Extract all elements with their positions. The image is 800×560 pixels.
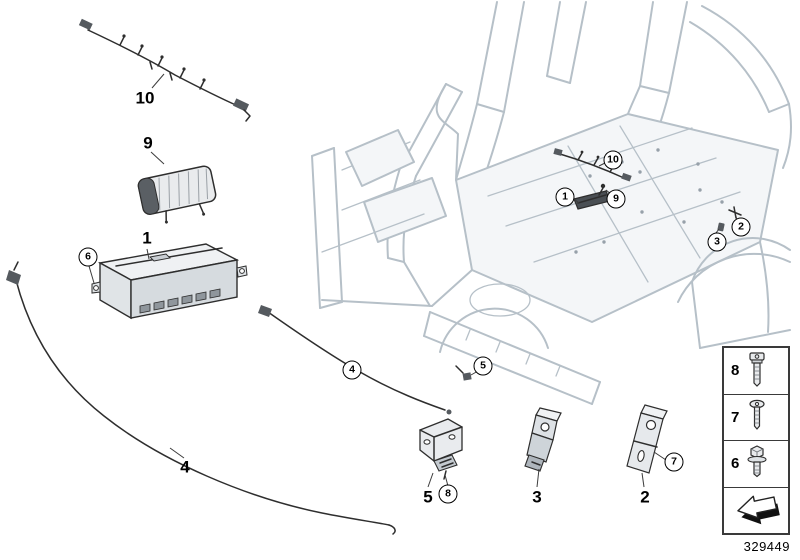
circled-callout-1[interactable]: 1 xyxy=(555,187,575,207)
callout-9[interactable]: 9 xyxy=(143,133,153,153)
control-unit-left-screw xyxy=(93,285,99,291)
mounted-airbag-clip xyxy=(600,183,606,189)
fastener-panel: 8 7 6 xyxy=(722,346,790,535)
mounted-front-sensor xyxy=(455,365,472,381)
callout-1[interactable]: 1 xyxy=(142,228,152,248)
fastener-row-7[interactable]: 7 xyxy=(724,395,788,441)
circled-callout-10[interactable]: 10 xyxy=(603,150,623,170)
circled-callout-5[interactable]: 5 xyxy=(473,356,493,376)
mounting-bracket-art xyxy=(626,404,668,474)
harness-art xyxy=(78,18,251,122)
callout-10[interactable]: 10 xyxy=(135,88,155,108)
circled-callout-8[interactable]: 8 xyxy=(438,484,458,504)
hex-flange-bolt-icon xyxy=(747,445,767,478)
airbag-module-art xyxy=(137,165,217,224)
fastener-row-8[interactable]: 8 xyxy=(724,348,788,395)
fastener-row-6[interactable]: 6 xyxy=(724,441,788,488)
fastener-label-7: 7 xyxy=(731,408,740,426)
continuation-arrow-icon xyxy=(737,495,780,525)
circled-callout-7[interactable]: 7 xyxy=(664,452,684,472)
callout-2[interactable]: 2 xyxy=(640,487,650,507)
circled-callout-2[interactable]: 2 xyxy=(731,217,751,237)
diagram-number: 329449 xyxy=(743,539,790,554)
torx-screw-icon xyxy=(749,400,765,431)
continuation-arrow-cell[interactable] xyxy=(724,488,788,534)
fastener-label-6: 6 xyxy=(731,455,740,473)
front-sensor-art xyxy=(419,418,463,480)
callout-5[interactable]: 5 xyxy=(423,487,433,507)
side-sensor-art xyxy=(524,407,562,472)
car-body-art xyxy=(311,1,792,405)
circled-callout-9[interactable]: 9 xyxy=(606,189,626,209)
circled-callout-4[interactable]: 4 xyxy=(342,360,362,380)
callout-3[interactable]: 3 xyxy=(532,487,542,507)
control-unit-right-screw xyxy=(239,268,245,274)
torx-bolt-icon xyxy=(749,352,765,387)
control-unit-art xyxy=(91,243,248,320)
callout-4[interactable]: 4 xyxy=(180,457,190,477)
circled-callout-6[interactable]: 6 xyxy=(78,247,98,267)
circled-callout-3[interactable]: 3 xyxy=(707,232,727,252)
fastener-label-8: 8 xyxy=(731,362,740,380)
